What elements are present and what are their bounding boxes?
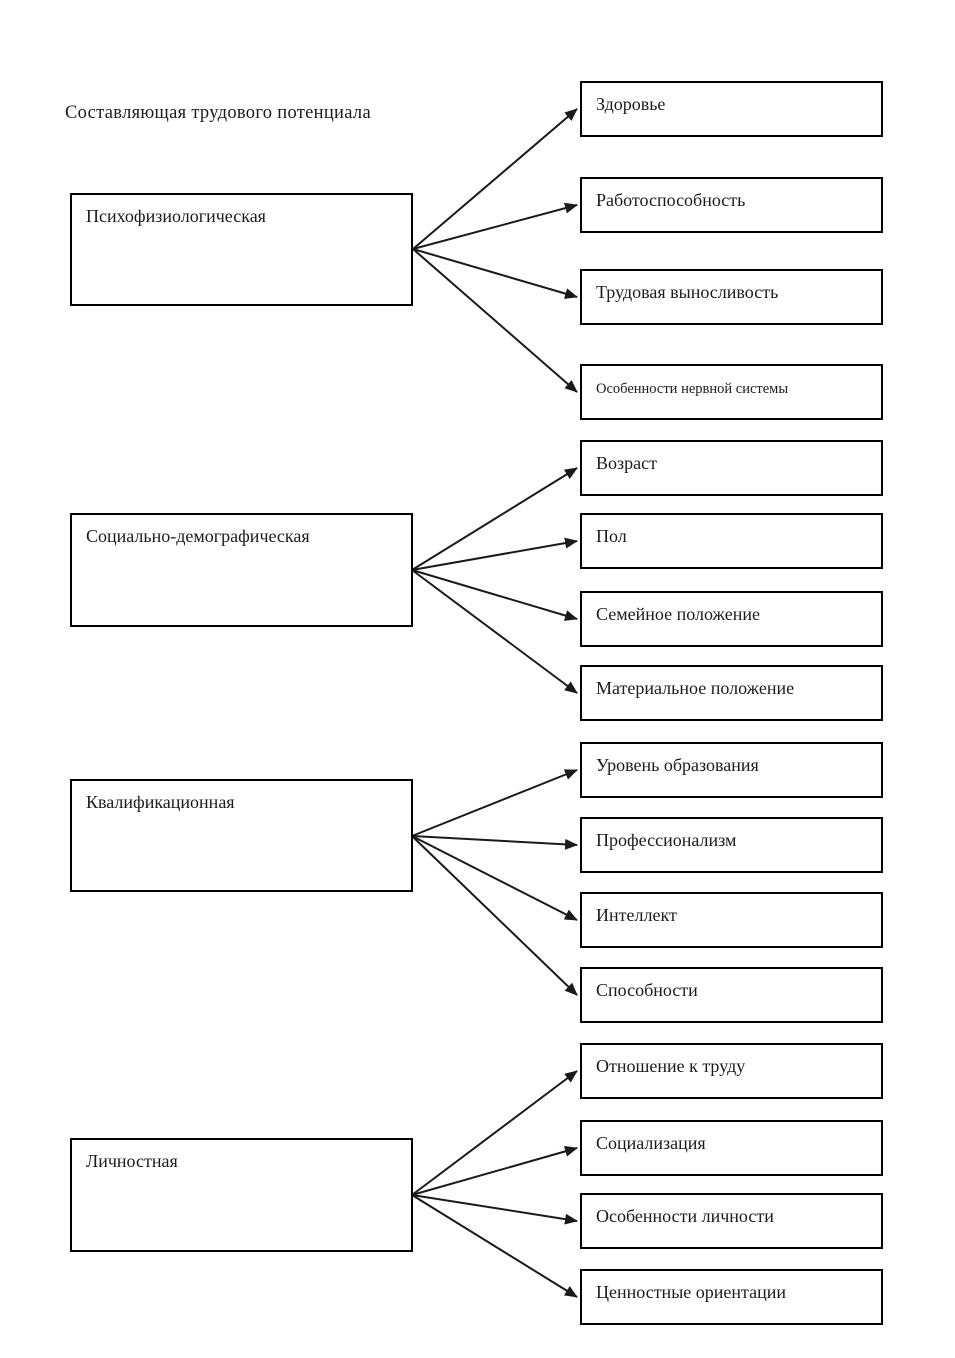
child-box-sex: Пол — [580, 513, 883, 569]
arrow-socio-demographic-age — [411, 467, 578, 571]
child-box-intellect: Интеллект — [580, 892, 883, 948]
parent-box-personal: Личностная — [70, 1138, 413, 1252]
child-box-attitude-to-work-label: Отношение к труду — [596, 1056, 746, 1076]
arrow-socio-demographic-sex — [411, 537, 578, 571]
child-box-nervous-system-features: Особенности нервной системы — [580, 364, 883, 420]
child-box-labor-endurance-label: Трудовая выносливость — [596, 282, 779, 302]
arrow-psychophysiological-work-capacity — [412, 202, 578, 250]
parent-box-socio-demographic: Социально-демографическая — [70, 513, 413, 627]
child-box-material-status-label: Материальное положение — [596, 678, 795, 698]
child-box-material-status: Материальное положение — [580, 665, 883, 721]
child-box-health-label: Здоровье — [596, 94, 666, 114]
child-box-abilities-label: Способности — [596, 980, 698, 1000]
child-box-health: Здоровье — [580, 81, 883, 137]
arrow-socio-demographic-marital-status — [411, 569, 578, 621]
arrow-personal-value-orientations — [411, 1194, 578, 1298]
child-box-marital-status-label: Семейное положение — [596, 604, 760, 624]
child-box-work-capacity: Работоспособность — [580, 177, 883, 233]
child-box-professionalism-label: Профессионализм — [596, 830, 737, 850]
child-box-nervous-system-features-label: Особенности нервной системы — [596, 381, 789, 397]
child-box-personality-features-label: Особенности личности — [596, 1206, 774, 1226]
child-box-marital-status: Семейное положение — [580, 591, 883, 647]
parent-box-psychophysiological-label: Психофизиологическая — [86, 206, 266, 226]
child-box-attitude-to-work: Отношение к труду — [580, 1043, 883, 1099]
arrow-qualification-education-level — [411, 769, 578, 837]
child-box-education-level: Уровень образования — [580, 742, 883, 798]
arrow-qualification-intellect — [411, 835, 578, 921]
parent-box-qualification-label: Квалификационная — [86, 792, 235, 812]
arrow-psychophysiological-nervous-system — [412, 248, 578, 393]
arrow-personal-socialization — [411, 1145, 578, 1196]
arrow-qualification-abilities — [411, 835, 578, 996]
child-box-sex-label: Пол — [596, 526, 627, 546]
child-box-age-label: Возраст — [596, 453, 657, 473]
child-box-personality-features: Особенности личности — [580, 1193, 883, 1249]
child-box-intellect-label: Интеллект — [596, 905, 677, 925]
child-box-value-orientations-label: Ценностные ориентации — [596, 1282, 787, 1302]
arrow-socio-demographic-material-status — [411, 569, 578, 694]
child-box-education-level-label: Уровень образования — [596, 755, 759, 775]
parent-box-personal-label: Личностная — [86, 1151, 178, 1171]
child-box-age: Возраст — [580, 440, 883, 496]
parent-box-qualification: Квалификационная — [70, 779, 413, 892]
diagram-title: Составляющая трудового потенциала — [65, 103, 371, 123]
child-box-professionalism: Профессионализм — [580, 817, 883, 873]
arrow-qualification-professionalism — [411, 835, 578, 850]
arrow-personal-personality-features — [411, 1194, 578, 1225]
parent-box-psychophysiological: Психофизиологическая — [70, 193, 413, 306]
child-box-labor-endurance: Трудовая выносливость — [580, 269, 883, 325]
child-box-work-capacity-label: Работоспособность — [596, 190, 746, 210]
child-box-abilities: Способности — [580, 967, 883, 1023]
child-box-value-orientations: Ценностные ориентации — [580, 1269, 883, 1325]
child-box-socialization: Социализация — [580, 1120, 883, 1176]
arrow-psychophysiological-health — [412, 108, 578, 250]
parent-box-socio-demographic-label: Социально-демографическая — [86, 526, 310, 546]
child-box-socialization-label: Социализация — [596, 1133, 706, 1153]
arrow-personal-attitude-to-work — [411, 1070, 578, 1196]
arrow-psychophysiological-labor-endurance — [412, 248, 578, 299]
